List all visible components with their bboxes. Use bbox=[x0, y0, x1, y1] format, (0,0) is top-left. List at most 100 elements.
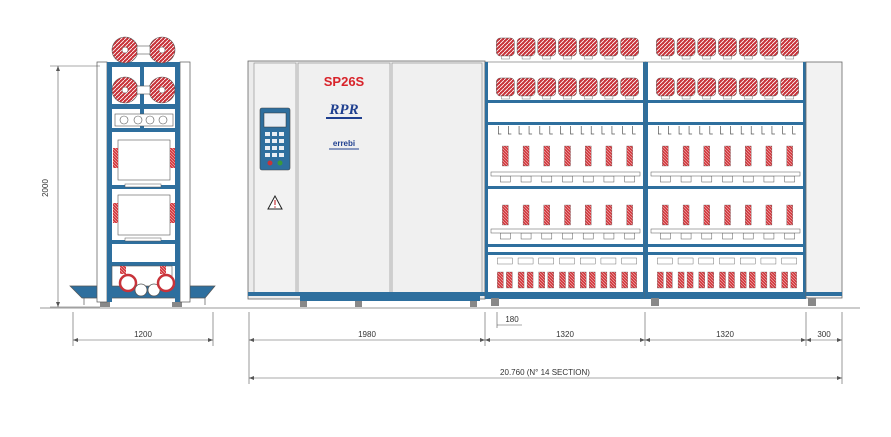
package bbox=[609, 271, 617, 289]
spindle bbox=[626, 145, 633, 167]
package bbox=[538, 271, 545, 289]
head-width-label: 1980 bbox=[358, 330, 376, 339]
maker-logo: errebi bbox=[333, 139, 355, 148]
creel-bobbin bbox=[578, 37, 598, 57]
spindle bbox=[682, 204, 690, 226]
side-width-label: 1200 bbox=[134, 330, 152, 339]
spindle bbox=[564, 145, 571, 167]
spindle bbox=[605, 204, 613, 226]
creel-bobbin bbox=[537, 77, 557, 97]
end-width-label: 300 bbox=[817, 330, 831, 339]
side-view bbox=[69, 36, 216, 307]
spinning-sections bbox=[484, 37, 807, 306]
spindle bbox=[543, 204, 550, 226]
section-width-label-2: 1320 bbox=[716, 330, 734, 339]
side-column bbox=[179, 61, 191, 303]
spindle bbox=[502, 204, 509, 226]
spindle bbox=[585, 204, 592, 226]
side-foot bbox=[100, 302, 110, 307]
spindle bbox=[662, 145, 669, 167]
creel-bobbin bbox=[496, 37, 515, 57]
creel-bobbin bbox=[496, 77, 515, 97]
spindle bbox=[605, 145, 613, 167]
package bbox=[686, 271, 694, 289]
head-base bbox=[248, 292, 485, 296]
warning-triangle-icon bbox=[267, 194, 283, 210]
side-column bbox=[96, 61, 108, 303]
package bbox=[657, 271, 664, 289]
spindle bbox=[703, 204, 710, 226]
end-unit bbox=[805, 61, 843, 306]
side-bottom-rolls bbox=[111, 265, 176, 297]
spindle bbox=[745, 145, 752, 167]
control-door bbox=[253, 62, 297, 296]
main-dimensions bbox=[248, 312, 843, 384]
center-door bbox=[297, 62, 391, 296]
spindle bbox=[522, 204, 530, 226]
creel-bobbin bbox=[516, 77, 536, 97]
creel-bobbin bbox=[676, 37, 696, 57]
creel-bobbin bbox=[780, 37, 799, 57]
brand-logo: RPR bbox=[328, 102, 358, 118]
head-unit: SP26S RPR errebi bbox=[247, 60, 486, 307]
package bbox=[707, 271, 714, 289]
creel-bobbin bbox=[738, 37, 758, 57]
side-frame bbox=[175, 62, 180, 302]
spinning-section bbox=[484, 37, 647, 306]
model-name: SP26S bbox=[324, 74, 365, 89]
creel-bobbin bbox=[718, 77, 737, 97]
package bbox=[568, 271, 575, 289]
creel-bobbin bbox=[656, 77, 675, 97]
spindle bbox=[682, 145, 690, 167]
package bbox=[666, 271, 673, 289]
dimension-arrows bbox=[249, 338, 842, 380]
creel-bobbin bbox=[599, 77, 619, 97]
creel-bobbin bbox=[697, 37, 717, 57]
package bbox=[760, 271, 768, 289]
height-dimension bbox=[50, 65, 100, 308]
creel-bobbin bbox=[656, 37, 675, 57]
package bbox=[559, 271, 566, 289]
package bbox=[769, 271, 777, 289]
spindle bbox=[765, 204, 773, 226]
spindle bbox=[564, 204, 571, 226]
package bbox=[589, 271, 596, 289]
spindle bbox=[522, 145, 530, 167]
package bbox=[621, 271, 628, 289]
package bbox=[698, 271, 705, 289]
section-width-label-1: 1320 bbox=[556, 330, 574, 339]
package bbox=[506, 271, 513, 289]
package bbox=[749, 271, 756, 289]
package bbox=[526, 271, 534, 289]
spinning-section bbox=[644, 37, 807, 306]
spindle bbox=[662, 204, 669, 226]
creel-bobbin bbox=[578, 77, 598, 97]
spindle bbox=[543, 145, 550, 167]
control-panel-icon[interactable] bbox=[259, 107, 291, 171]
right-door bbox=[391, 62, 483, 296]
package bbox=[740, 271, 747, 289]
package bbox=[497, 271, 504, 289]
spindle bbox=[724, 204, 731, 226]
package bbox=[790, 271, 797, 289]
creel-bobbin bbox=[718, 37, 737, 57]
height-label: 2000 bbox=[41, 179, 50, 197]
spindle-pitch-label: 180 bbox=[505, 315, 519, 324]
spindle bbox=[765, 145, 773, 167]
spindle bbox=[786, 204, 793, 226]
package bbox=[677, 271, 685, 289]
package bbox=[580, 271, 587, 289]
total-length-label: 20.760 (N° 14 SECTION) bbox=[500, 368, 590, 377]
package bbox=[600, 271, 608, 289]
creel-bobbin bbox=[537, 37, 557, 57]
creel-bobbin bbox=[516, 37, 536, 57]
package bbox=[547, 271, 554, 289]
creel-bobbin bbox=[558, 77, 577, 97]
spindle bbox=[745, 204, 752, 226]
spindle bbox=[626, 204, 633, 226]
creel-bobbin bbox=[620, 37, 639, 57]
spindle bbox=[502, 145, 509, 167]
side-foot bbox=[172, 302, 182, 307]
